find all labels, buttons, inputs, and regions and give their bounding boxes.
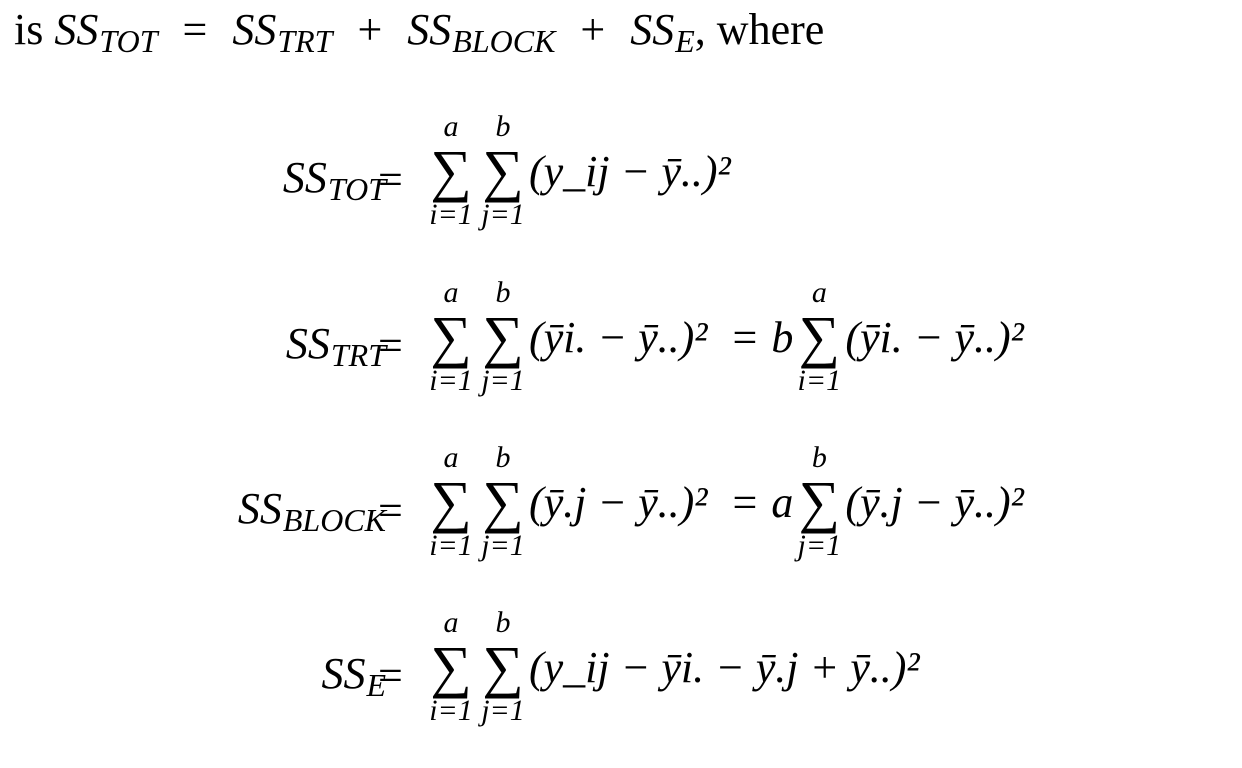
intro-line: is SSTOT = SSTRT + SSBLOCK + SSE, where [14, 5, 825, 58]
ss-trt-subscript: TRT [277, 23, 333, 59]
equals-sign: = [182, 5, 208, 54]
lhs-base: SS [282, 153, 327, 202]
sum-upper-limit: b [495, 606, 511, 639]
sum-lower-limit: j=1 [481, 198, 525, 231]
summand: (y_ij − ȳ..)² [529, 146, 731, 196]
intro-prefix: is [14, 5, 44, 54]
lhs-subscript: TRT [330, 337, 386, 373]
summation-i: a ∑ i=1 [425, 112, 477, 230]
sum-upper-limit: a [443, 441, 459, 474]
lhs-base: SS [285, 319, 330, 368]
intro-suffix: , where [694, 5, 825, 54]
sigma-symbol: ∑ [482, 304, 524, 369]
sum-lower-limit: i=1 [429, 364, 473, 397]
equation-ss-trt: SSTRT = a ∑ i=1 b ∑ j=1 (ȳi. − ȳ..)² = b … [0, 278, 1242, 408]
equation-rhs: a ∑ i=1 b ∑ j=1 (y_ij − ȳi. − ȳ.j + ȳ..)… [425, 608, 920, 726]
summation-j: b ∑ j=1 [477, 112, 529, 230]
sum-lower-limit: j=1 [797, 529, 842, 562]
sum-lower-limit: j=1 [481, 364, 525, 397]
sum-lower-limit: i=1 [429, 529, 473, 562]
plus-sign: + [357, 5, 383, 54]
equation-lhs: SSTOT [282, 152, 386, 207]
sigma-symbol: ∑ [482, 634, 524, 699]
summand: (ȳi. − ȳ..)² [845, 312, 1024, 362]
sigma-symbol: ∑ [482, 138, 524, 203]
equals-sign: = [732, 312, 758, 362]
lhs-subscript: BLOCK [282, 502, 386, 538]
sum-upper-limit: b [495, 441, 511, 474]
summation-i: a ∑ i=1 [793, 278, 845, 396]
summation-i: a ∑ i=1 [425, 443, 477, 561]
sigma-symbol: ∑ [430, 469, 472, 534]
sum-upper-limit: b [811, 441, 827, 474]
summand: (ȳi. − ȳ..)² [529, 312, 708, 362]
sigma-symbol: ∑ [798, 304, 840, 369]
ss-symbol: SS [54, 5, 99, 54]
equation-ss-tot: SSTOT = a ∑ i=1 b ∑ j=1 (y_ij − ȳ..)² [0, 112, 1242, 242]
summation-j: b ∑ j=1 [477, 278, 529, 396]
sum-upper-limit: a [811, 276, 827, 309]
lhs-subscript: TOT [327, 171, 386, 207]
sum-lower-limit: j=1 [481, 694, 525, 727]
sigma-symbol: ∑ [798, 469, 840, 534]
summation-j: b ∑ j=1 [793, 443, 845, 561]
equation-rhs: a ∑ i=1 b ∑ j=1 (y_ij − ȳ..)² [425, 112, 731, 230]
lhs-base: SS [237, 484, 282, 533]
equation-ss-e: SSE = a ∑ i=1 b ∑ j=1 (y_ij − ȳi. − ȳ.j … [0, 608, 1242, 738]
ss-symbol: SS [407, 5, 452, 54]
equation-lhs: SSE [321, 648, 386, 703]
equation-rhs: a ∑ i=1 b ∑ j=1 (ȳi. − ȳ..)² =b a ∑ i=1 … [425, 278, 1024, 396]
summation-i: a ∑ i=1 [425, 608, 477, 726]
ss-e-subscript: E [675, 23, 695, 59]
equation-rhs: a ∑ i=1 b ∑ j=1 (ȳ.j − ȳ..)² =a b ∑ j=1 … [425, 443, 1024, 561]
ss-symbol: SS [630, 5, 675, 54]
summand: (y_ij − ȳi. − ȳ.j + ȳ..)² [529, 642, 920, 692]
lhs-subscript: E [366, 667, 386, 703]
equals-sign: = [378, 651, 403, 700]
ss-block-subscript: BLOCK [452, 23, 556, 59]
coefficient: a [771, 477, 794, 527]
equals-sign: = [378, 321, 403, 370]
sum-upper-limit: b [495, 276, 511, 309]
coefficient: b [771, 312, 794, 362]
lhs-base: SS [321, 649, 366, 698]
sum-lower-limit: i=1 [429, 694, 473, 727]
sum-upper-limit: b [495, 110, 511, 143]
sum-lower-limit: i=1 [429, 198, 473, 231]
sigma-symbol: ∑ [482, 469, 524, 534]
equation-lhs: SSTRT [285, 318, 386, 373]
ss-tot-subscript: TOT [99, 23, 158, 59]
sum-upper-limit: a [443, 276, 459, 309]
equals-sign: = [378, 486, 403, 535]
summand: (ȳ.j − ȳ..)² [845, 477, 1024, 527]
summand: (ȳ.j − ȳ..)² [529, 477, 708, 527]
plus-sign: + [580, 5, 606, 54]
summation-j: b ∑ j=1 [477, 608, 529, 726]
equation-ss-block: SSBLOCK = a ∑ i=1 b ∑ j=1 (ȳ.j − ȳ..)² =… [0, 443, 1242, 573]
equals-sign: = [732, 477, 758, 527]
sum-upper-limit: a [443, 110, 459, 143]
sum-lower-limit: i=1 [797, 364, 842, 397]
summation-j: b ∑ j=1 [477, 443, 529, 561]
sum-lower-limit: j=1 [481, 529, 525, 562]
sigma-symbol: ∑ [430, 138, 472, 203]
sum-upper-limit: a [443, 606, 459, 639]
sigma-symbol: ∑ [430, 304, 472, 369]
equation-lhs: SSBLOCK [237, 483, 386, 538]
equals-sign: = [378, 155, 403, 204]
sigma-symbol: ∑ [430, 634, 472, 699]
summation-i: a ∑ i=1 [425, 278, 477, 396]
ss-symbol: SS [232, 5, 277, 54]
